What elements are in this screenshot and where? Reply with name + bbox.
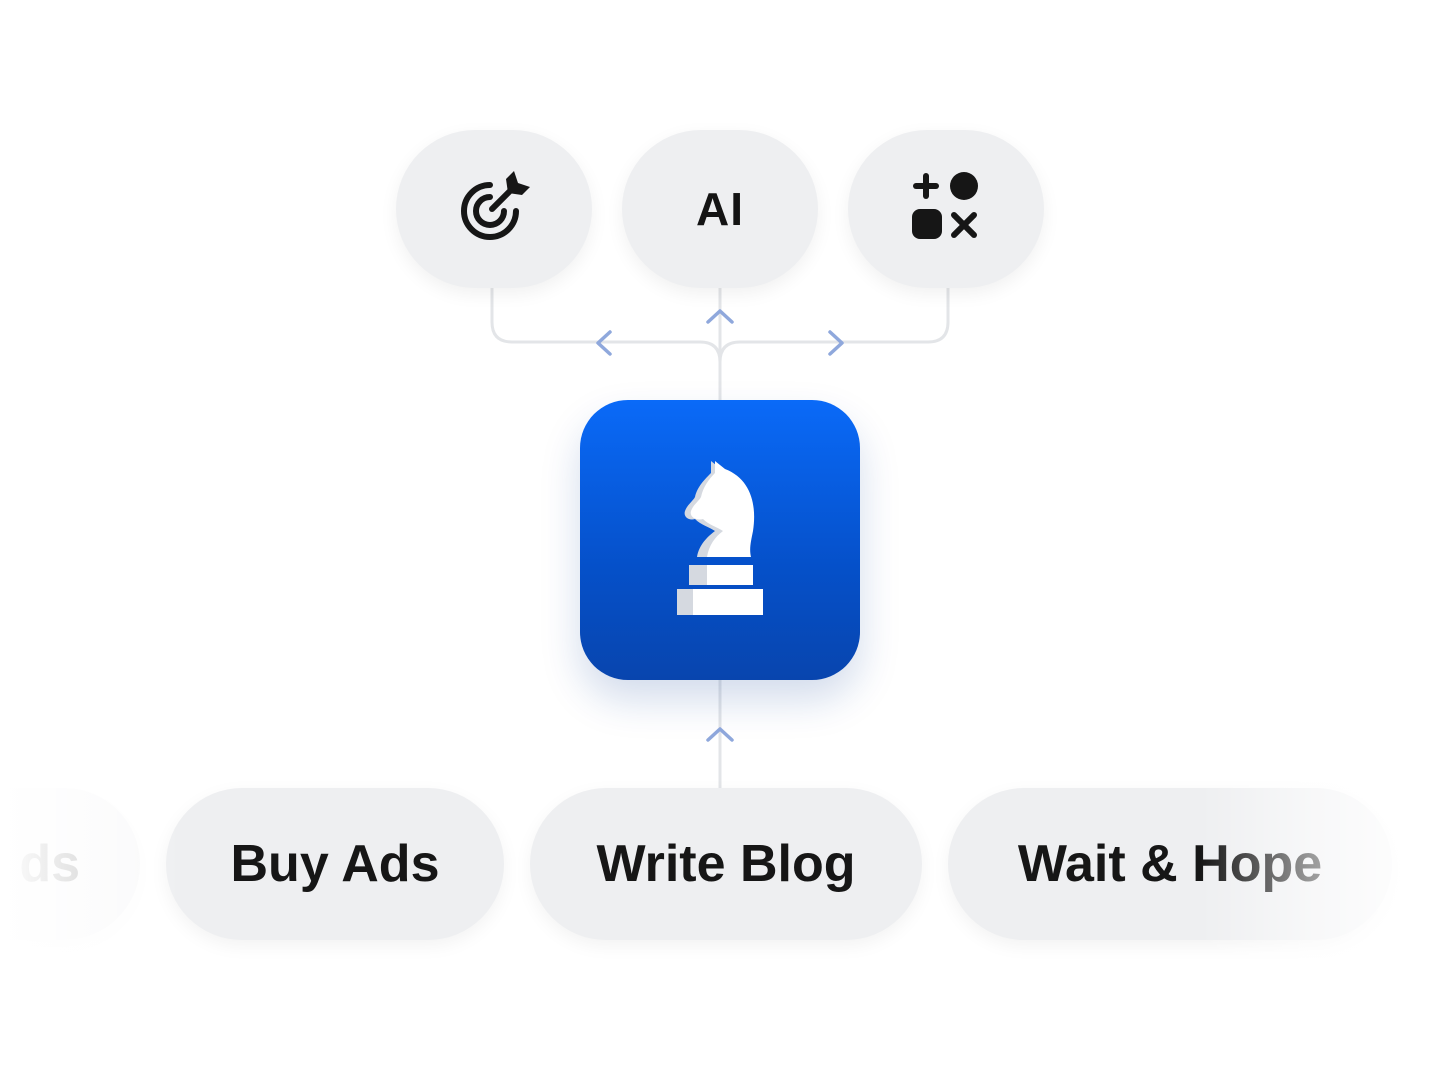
option-buy-ads[interactable]: Buy Ads (166, 788, 504, 940)
arrow-left-icon (596, 330, 612, 356)
target-arrow-icon (452, 165, 536, 254)
arrow-up-icon (706, 309, 734, 324)
plus-circle-square-x-icon (908, 169, 984, 250)
ai-node[interactable]: AI (622, 130, 818, 288)
option-label: Write Blog (596, 835, 856, 893)
chess-knight-icon (665, 453, 775, 628)
fade-overlay-right (1200, 760, 1440, 970)
tools-node[interactable] (848, 130, 1044, 288)
app-tile[interactable] (580, 400, 860, 680)
fade-overlay-left (0, 760, 180, 970)
ai-label: AI (696, 183, 744, 235)
arrow-right-icon (828, 330, 844, 356)
connector-tools (718, 286, 950, 364)
option-label: Buy Ads (230, 835, 440, 893)
arrow-up-bottom-icon (706, 727, 734, 742)
connector-goal (490, 286, 722, 364)
option-write-blog[interactable]: Write Blog (530, 788, 922, 940)
goal-node[interactable] (396, 130, 592, 288)
